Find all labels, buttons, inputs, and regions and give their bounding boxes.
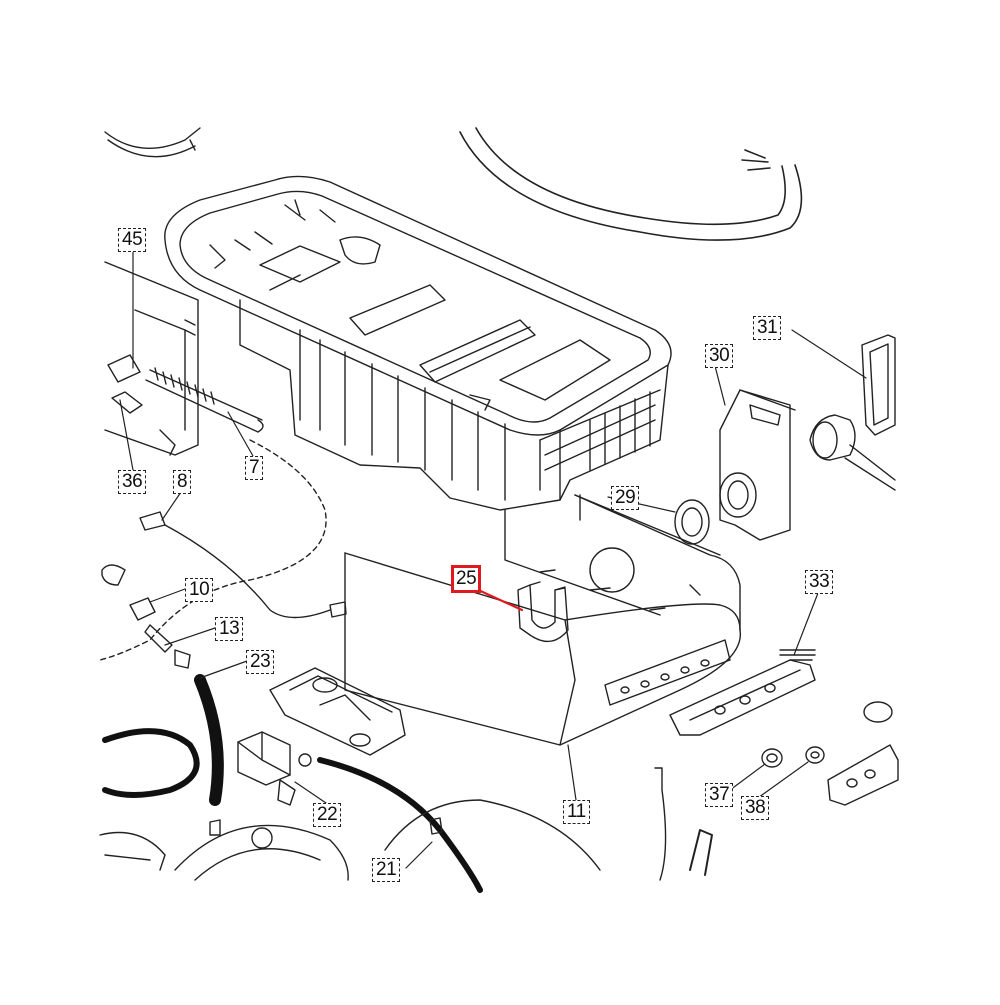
part-label-29: 29 — [611, 486, 640, 510]
nut-38-part — [805, 746, 825, 764]
top-left-bracket-part — [104, 127, 201, 158]
cover-plate-31 — [861, 334, 896, 436]
part-label-31: 31 — [753, 316, 782, 340]
black-hoses — [102, 674, 483, 893]
part-label-11: 11 — [563, 800, 590, 824]
probe-wire-part — [654, 767, 713, 881]
hose-fittings — [101, 564, 191, 669]
part-label-8: 8 — [173, 470, 192, 494]
bracket-plate-30 — [719, 389, 796, 541]
sensor-wire-part — [139, 511, 347, 619]
part-label-10: 10 — [185, 578, 214, 602]
part-label-38: 38 — [741, 796, 770, 820]
ring-gasket-29 — [674, 499, 710, 545]
bracket-25-part — [517, 581, 569, 643]
part-label-7: 7 — [245, 456, 264, 480]
left-side-panel — [104, 261, 199, 456]
spring-rod-part — [107, 354, 264, 433]
part-label-13: 13 — [215, 617, 244, 641]
lower-cover-part — [344, 494, 741, 746]
threaded-connector-part — [809, 414, 896, 491]
connector-strip-part — [669, 649, 816, 736]
part-label-22: 22 — [313, 803, 342, 827]
part-label-21: 21 — [372, 858, 401, 882]
thin-wire-part — [384, 799, 601, 871]
dashed-wire — [99, 439, 327, 661]
leader-lines — [119, 249, 867, 869]
upper-housing-tray — [164, 175, 672, 511]
nut-37-part — [761, 748, 783, 768]
part-label-33: 33 — [805, 570, 834, 594]
part-label-23: 23 — [246, 650, 275, 674]
part-label-37: 37 — [705, 783, 734, 807]
part-label-36: 36 — [118, 470, 147, 494]
mounting-plate-part — [269, 667, 406, 756]
part-label-30: 30 — [705, 344, 734, 368]
wheel-part — [99, 819, 349, 881]
part-label-45: 45 — [118, 228, 147, 252]
right-bottom-strip-part — [827, 701, 899, 806]
valve-part — [237, 731, 312, 806]
cable-loop-part — [459, 127, 803, 241]
part-label-25-highlighted: 25 — [451, 565, 482, 593]
